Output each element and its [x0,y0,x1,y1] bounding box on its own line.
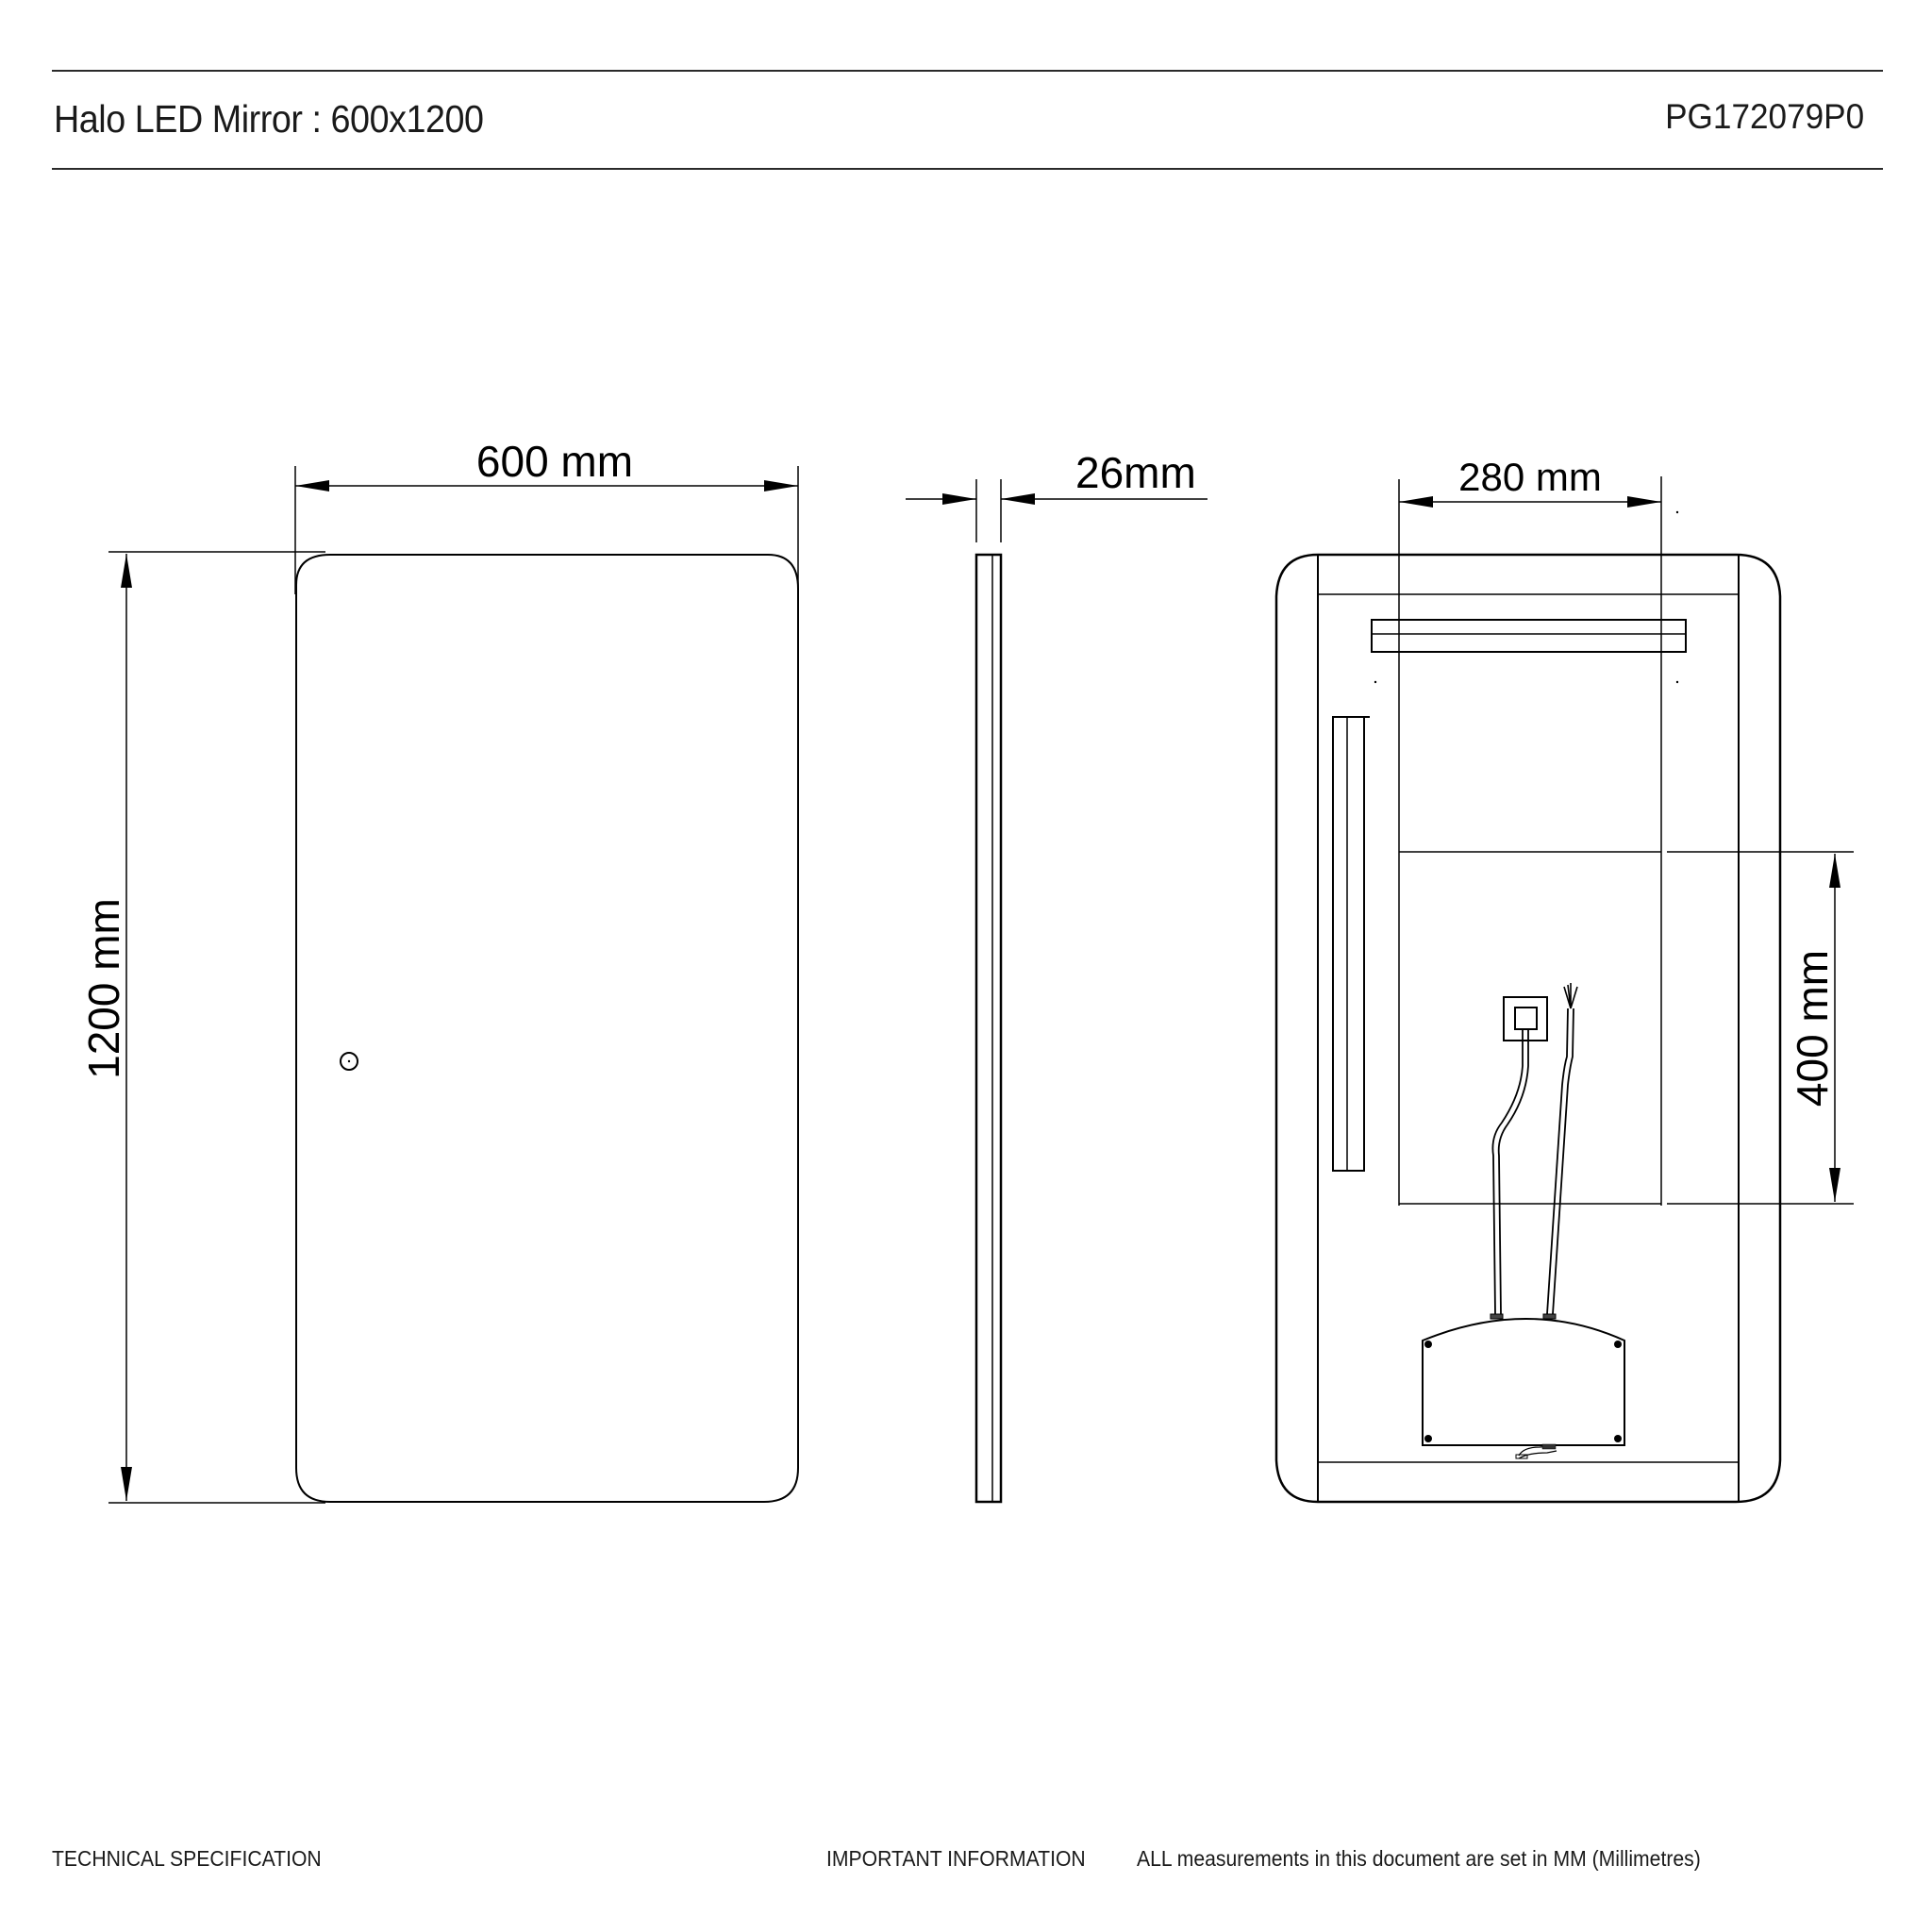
frayed-wire-end-icon [1563,983,1578,1009]
mirror-outline-front [295,554,799,1503]
led-driver [1422,1318,1625,1446]
height-label: 1200 mm [79,898,128,1079]
mirror-outline-back [1274,553,1782,1504]
back-view [1274,476,1854,1504]
footer-section-label: TECHNICAL SPECIFICATION [52,1846,322,1871]
document-title: Halo LED Mirror : 600x1200 [54,97,484,141]
width-label: 600 mm [476,437,633,486]
depth-label: 26mm [1075,448,1196,497]
bracket-spacing-label: 280 mm [1458,455,1602,499]
top-hanging-bracket [1371,619,1687,653]
header-top-rule [52,70,1883,72]
front-view [108,466,799,1504]
touch-sensor-icon [340,1052,358,1071]
footer-info-text: ALL measurements in this document are se… [1137,1846,1701,1871]
footer-info-label: IMPORTANT INFORMATION [826,1846,1086,1871]
side-view [906,479,1208,1504]
switch-box [1503,996,1548,1041]
product-code: PG172079P0 [1664,97,1864,136]
panel-height-label: 400 mm [1788,950,1837,1107]
side-bracket [1332,716,1365,1172]
header-bottom-rule [52,168,1883,170]
mirror-side-profile [974,553,1003,1504]
